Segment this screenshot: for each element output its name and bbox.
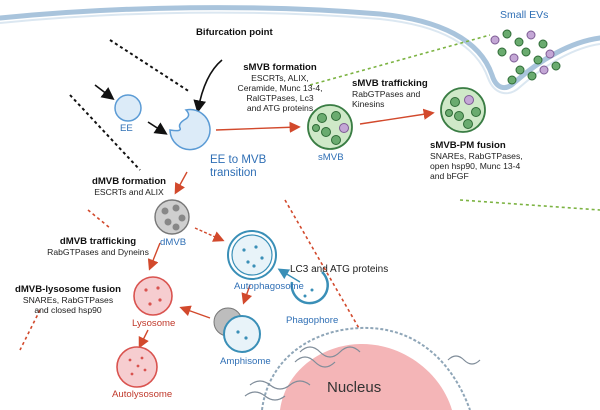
phagophore-label: Phagophore	[286, 315, 339, 326]
amphisome-vesicle	[213, 307, 261, 353]
smvb-trafficking-block: sMVB trafficking RabGTPases and Kinesins	[352, 78, 428, 109]
endoplasmic-reticulum	[244, 346, 481, 401]
arrow-bifurcation	[193, 59, 223, 114]
smvb-formation-block: sMVB formation ESCRTs, ALIX, Ceramide, M…	[228, 62, 332, 113]
smvb-formation-line: ESCRTs, ALIX,	[251, 73, 309, 83]
dmvb-trafficking-title: dMVB trafficking	[59, 236, 137, 247]
ee-mvb-transition-vesicle	[169, 108, 211, 151]
autophagosome-vesicle	[227, 230, 277, 280]
arrow-to-smvb	[215, 121, 301, 133]
dmvb-formation-line: ESCRTs and ALIX	[94, 187, 164, 197]
arrow-smvb-to-pm	[359, 108, 435, 125]
ee-mvb-label-line: EE to MVB	[210, 154, 267, 166]
ee-mvb-label-line: transition	[210, 167, 257, 179]
black-dashed-guides	[69, 39, 191, 171]
smvb-vesicle	[307, 104, 353, 150]
dmvb-formation-title: dMVB formation	[91, 176, 167, 187]
smvb-pm-vesicle	[440, 87, 486, 133]
amphisome-label: Amphisome	[220, 356, 271, 367]
arrow-lysosome-to-autolysosome	[138, 329, 149, 349]
arrow-ee-to-transition	[147, 121, 168, 135]
smvb-pm-fusion-line: SNAREs, RabGTPases,	[430, 151, 523, 161]
dmvb-trafficking-block: dMVB trafficking RabGTPases and Dyneins	[35, 236, 161, 257]
dmvb-vesicle	[154, 199, 190, 235]
lysosome-vesicle	[133, 276, 173, 316]
plasma-membrane	[0, 5, 600, 91]
ee-label: EE	[120, 123, 133, 134]
arrow-amphisome-to-lysosome	[179, 305, 211, 319]
green-dashed-guides	[309, 34, 600, 211]
lc3-atg-label: LC3 and ATG proteins	[290, 264, 389, 275]
dmvb-lysosome-fusion-block: dMVB-lysosome fusion SNAREs, RabGTPases …	[8, 284, 128, 315]
nucleus-label: Nucleus	[327, 379, 382, 396]
arrow-to-ee	[94, 84, 115, 100]
arrow-autophagosome-to-amphisome	[241, 284, 253, 305]
dmvb-lysosome-fusion-line: SNAREs, RabGTPases	[22, 295, 114, 305]
phagophore	[290, 271, 329, 305]
bifurcation-label: Bifurcation point	[196, 27, 273, 38]
smvb-pm-fusion-title: sMVB-PM fusion	[430, 140, 506, 151]
dmvb-formation-block: dMVB formation ESCRTs and ALIX	[84, 176, 174, 197]
dmvb-lysosome-fusion-title: dMVB-lysosome fusion	[14, 284, 122, 295]
dmvb-trafficking-line: RabGTPases and Dyneins	[47, 247, 149, 257]
smvb-trafficking-title: sMVB trafficking	[352, 78, 428, 89]
smvb-pm-fusion-line: and bFGF	[430, 171, 469, 181]
arrow-to-dmvb	[174, 171, 188, 195]
early-endosome	[114, 94, 142, 122]
smvb-formation-title: sMVB formation	[243, 62, 317, 73]
dmvb-lysosome-fusion-line: and closed hsp90	[34, 305, 102, 315]
red-dashed-guides	[19, 199, 361, 351]
smvb-pm-fusion-block: sMVB-PM fusion SNAREs, RabGTPases, open …	[430, 140, 523, 181]
autolysosome-vesicle	[116, 346, 158, 388]
autophagosome-label: Autophagosome	[234, 281, 304, 292]
small-evs-label: Small EVs	[500, 9, 549, 21]
ee-mvb-label: EE to MVB transition	[210, 154, 266, 180]
arrow-dmvb-to-lysosome	[147, 242, 161, 271]
smvb-pm-fusion-line: open hsp90, Munc 13-4	[430, 161, 521, 171]
nuclear-envelope	[261, 326, 471, 410]
smvb-formation-line: RalGTPases, Lc3	[246, 93, 314, 103]
smvb-label: sMVB	[318, 152, 344, 163]
nucleus-body	[280, 343, 452, 410]
smvb-formation-line: Ceramide, Munc 13-4,	[237, 83, 323, 93]
smvb-trafficking-line: RabGTPases and	[352, 89, 421, 99]
autolysosome-label: Autolysosome	[112, 389, 173, 400]
arrow-phagophore-to-autophagosome	[277, 268, 301, 283]
small-ev-cluster	[490, 29, 561, 85]
smvb-trafficking-line: Kinesins	[352, 99, 385, 109]
arrow-dmvb-to-autophagosome	[194, 227, 225, 242]
lysosome-label: Lysosome	[132, 318, 176, 329]
smvb-formation-line: and ATG proteins	[246, 103, 314, 113]
dmvb-label: dMVB	[160, 237, 187, 248]
